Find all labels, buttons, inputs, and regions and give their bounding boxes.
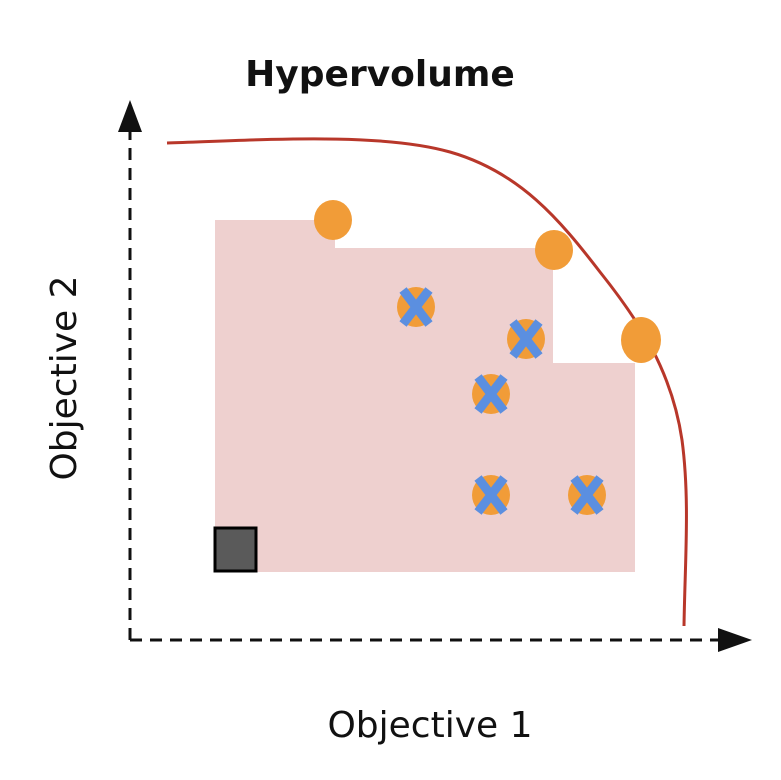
- dominated-solution: [472, 475, 510, 515]
- dominated-x-mark: [509, 319, 543, 359]
- dominated-solution: [397, 287, 435, 327]
- pareto-solution-dot: [621, 317, 661, 363]
- y-axis-label: Objective 2: [44, 275, 85, 480]
- x-axis-label: Objective 1: [327, 705, 532, 746]
- reference-point-square: [213, 526, 258, 573]
- dominated-solution: [507, 319, 545, 359]
- x-axis-arrowhead: [718, 628, 752, 652]
- hypervolume-region: [215, 220, 635, 572]
- dominated-x-mark: [474, 374, 508, 414]
- pareto-solution-dot: [535, 230, 573, 270]
- dominated-x-mark: [399, 287, 433, 327]
- y-axis-arrowhead: [118, 100, 142, 132]
- pareto-front-curve: [166, 137, 688, 627]
- pareto-solution-dot: [314, 200, 352, 240]
- dominated-solution: [568, 475, 606, 515]
- dominated-solution: [472, 374, 510, 414]
- dominated-x-mark: [474, 475, 508, 515]
- diagram-title: Hypervolume: [245, 54, 515, 95]
- dominated-x-mark: [570, 475, 604, 515]
